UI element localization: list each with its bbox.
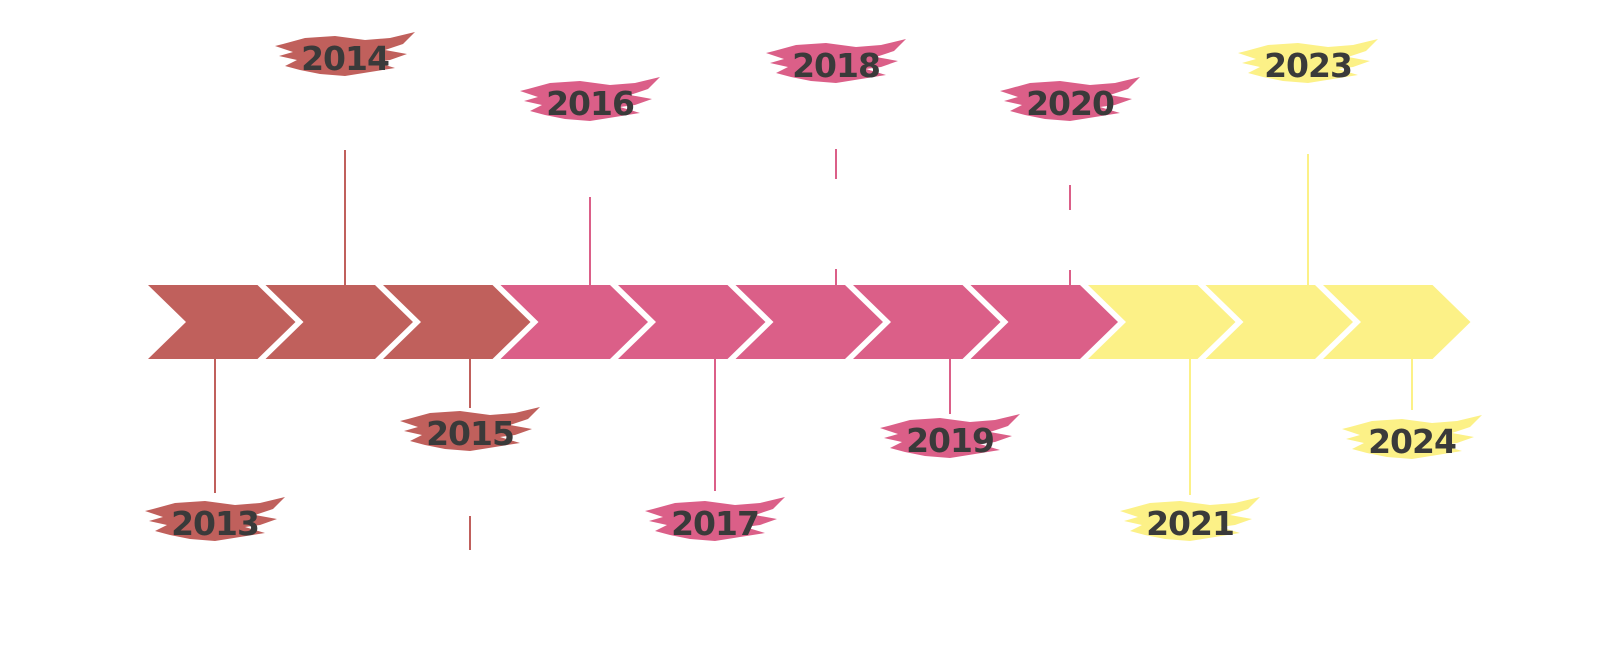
brush-stroke (145, 497, 285, 541)
chevron-segment (970, 285, 1118, 359)
chevron-arrow (148, 285, 1471, 359)
chevron-segment (148, 285, 296, 359)
year-label: 2015 (426, 414, 514, 453)
chevron-segment (1323, 285, 1471, 359)
year-label: 2024 (1368, 422, 1456, 461)
brush-stroke (1238, 39, 1378, 83)
brush-stroke (400, 407, 540, 451)
chevron-segment (1205, 285, 1353, 359)
connector-lines (214, 149, 1413, 550)
year-label: 2017 (671, 504, 759, 543)
brush-stroke (880, 414, 1020, 458)
brush-stroke (645, 497, 785, 541)
year-badge-2016: 2016 (520, 77, 660, 123)
year-label: 2013 (171, 504, 259, 543)
chevron-segment (383, 285, 531, 359)
chevron-segment (735, 285, 883, 359)
chevron-segment (618, 285, 766, 359)
brush-stroke (1120, 497, 1260, 541)
year-badge-2020: 2020 (1000, 77, 1140, 123)
brush-stroke (766, 39, 906, 83)
brush-stroke (1000, 77, 1140, 121)
year-badge-2018: 2018 (766, 39, 906, 85)
year-badge-2021: 2021 (1120, 497, 1260, 543)
chevron-segment (1088, 285, 1236, 359)
chevron-segment (853, 285, 1001, 359)
year-label: 2016 (546, 84, 634, 123)
year-badge-2014: 2014 (275, 32, 415, 78)
chevron-segment (265, 285, 413, 359)
year-label: 2021 (1146, 504, 1234, 543)
year-label: 2019 (906, 421, 994, 460)
brush-stroke (1342, 415, 1482, 459)
year-label: 2020 (1026, 84, 1114, 123)
year-badge-2024: 2024 (1342, 415, 1482, 461)
year-badge-2019: 2019 (880, 414, 1020, 460)
year-badge-2017: 2017 (645, 497, 785, 543)
year-label: 2014 (301, 39, 389, 78)
year-badge-2015: 2015 (400, 407, 540, 453)
year-labels: 2013 2014 2015 2016 2017 2018 2019 2020 2021 2023… (145, 32, 1482, 543)
year-badge-2013: 2013 (145, 497, 285, 543)
year-label: 2023 (1264, 46, 1352, 85)
year-label: 2018 (792, 46, 880, 85)
brush-stroke (275, 32, 415, 76)
brush-stroke (520, 77, 660, 121)
chevron-segment (500, 285, 648, 359)
year-badge-2023: 2023 (1238, 39, 1378, 85)
